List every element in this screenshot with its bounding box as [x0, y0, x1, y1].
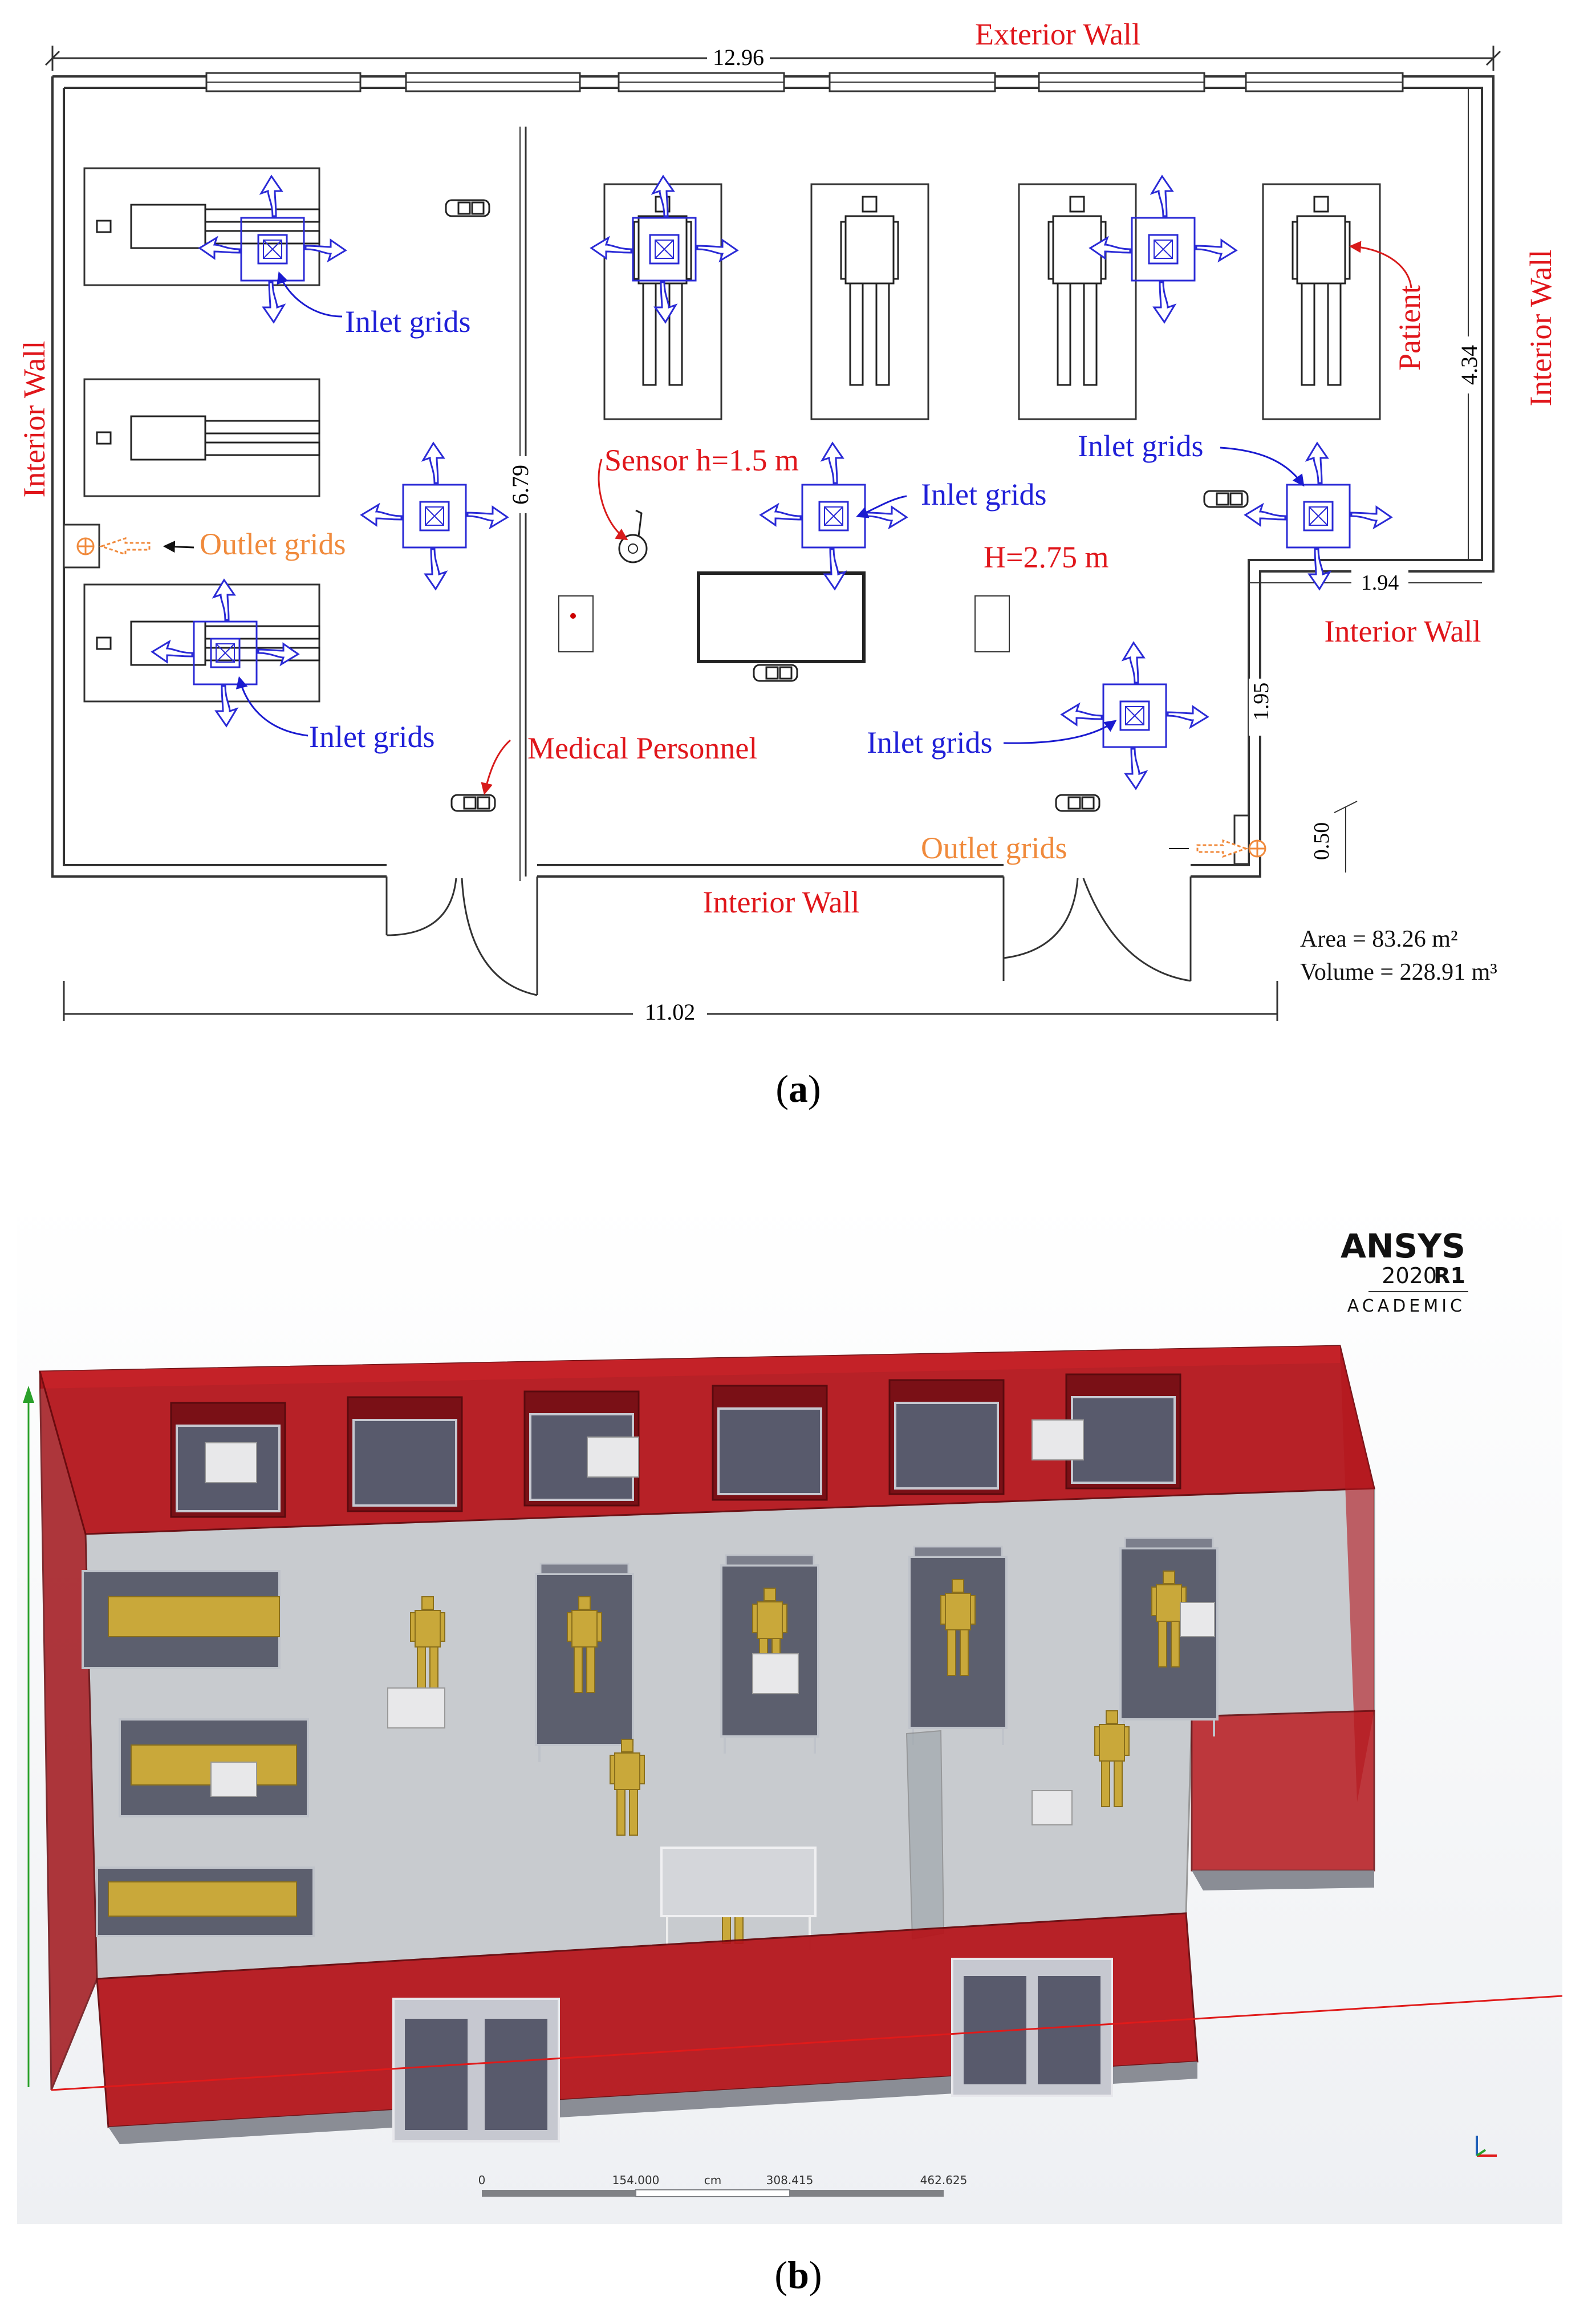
label-interior-wall-right: Interior Wall	[1524, 249, 1558, 406]
floor-plan-panel: 12.96 11.02 6.79 4.34 1.94 1.95 0.50	[0, 0, 1596, 1026]
svg-text:cm: cm	[704, 2173, 721, 2187]
dim-050-label: 0.50	[1310, 822, 1334, 861]
glass-partition	[905, 1730, 945, 1940]
label-inlet-1: Inlet grids	[345, 305, 470, 339]
label-exterior-wall: Exterior Wall	[975, 17, 1140, 51]
dim-195-label: 1.95	[1249, 683, 1273, 721]
dimension-bottom: 11.02	[63, 981, 1278, 1026]
dim-679-label: 6.79	[507, 465, 533, 505]
label-sensor: Sensor h=1.5 m	[604, 443, 799, 477]
dimension-top: 12.96	[44, 44, 1501, 71]
svg-text:308.415: 308.415	[766, 2173, 814, 2187]
standing-personnel-3d	[205, 1419, 1130, 2121]
label-outlet-left: Outlet grids	[200, 527, 346, 561]
left-room-beds-3d	[82, 1570, 315, 1937]
caption-b: (b)	[774, 2253, 822, 2296]
ansys-logo: ANSYS 2020 R1 ACADEMIC	[1341, 1227, 1468, 1316]
label-interior-wall-step: Interior Wall	[1324, 614, 1481, 648]
svg-text:2020: 2020	[1382, 1263, 1437, 1288]
doors	[385, 877, 1192, 996]
dim-bottom-label: 11.02	[645, 999, 696, 1025]
right-room-beds-3d	[535, 1537, 1219, 1763]
svg-text:154.000: 154.000	[612, 2173, 660, 2187]
svg-text:ACADEMIC: ACADEMIC	[1347, 1296, 1465, 1316]
label-medical-personnel: Medical Personnel	[527, 731, 757, 765]
dimension-194: 1.94	[1272, 570, 1482, 595]
center-table-3d	[660, 1847, 817, 1950]
x-axis-line	[51, 1995, 1563, 2091]
dimension-195: 1.95	[1249, 582, 1274, 815]
dimension-434: 4.34	[1456, 88, 1482, 560]
svg-text:ANSYS: ANSYS	[1341, 1227, 1465, 1265]
label-inlet-2: Inlet grids	[309, 720, 434, 754]
annotation-arrows	[163, 241, 1412, 849]
label-inlet-5: Inlet grids	[867, 725, 992, 760]
center-table	[558, 571, 1010, 663]
label-height: H=2.75 m	[984, 540, 1108, 574]
right-room-beds	[603, 183, 1381, 420]
label-inlet-4: Inlet grids	[1078, 429, 1203, 463]
dim-434-label: 4.34	[1456, 345, 1482, 385]
inlet-grid-symbols	[151, 175, 1392, 790]
sensor-symbol	[618, 509, 648, 563]
scale-bar: 0 154.000 cm 308.415 462.625	[478, 2173, 968, 2197]
svg-text:R1: R1	[1433, 1263, 1465, 1288]
left-room-beds	[83, 167, 320, 703]
dimension-050: 0.50	[1310, 801, 1358, 873]
label-outlet-right: Outlet grids	[921, 831, 1067, 865]
dim-top-label: 12.96	[713, 44, 764, 70]
step-block	[1191, 1710, 1375, 1872]
dim-194-label: 1.94	[1361, 571, 1399, 595]
caption-a: (a)	[775, 1067, 821, 1110]
ansys-3d-panel: ANSYS 2020 R1 ACADEMIC	[17, 1198, 1563, 2224]
svg-text:462.625: 462.625	[920, 2173, 968, 2187]
label-area: Area = 83.26 m²	[1300, 926, 1458, 952]
right-wall	[1340, 1346, 1374, 1802]
front-wall-doors	[392, 1958, 1113, 2143]
label-inlet-3: Inlet grids	[921, 477, 1046, 512]
label-interior-wall-bottom: Interior Wall	[702, 885, 859, 919]
dimension-679: 6.79	[507, 127, 533, 881]
label-patient: Patient	[1392, 285, 1427, 371]
outlet-grid-symbols	[63, 524, 1266, 865]
coordinate-triad-icon	[1476, 2136, 1497, 2157]
label-interior-wall-left: Interior Wall	[17, 340, 51, 497]
svg-text:0: 0	[478, 2173, 486, 2187]
label-volume: Volume = 228.91 m³	[1300, 959, 1497, 985]
